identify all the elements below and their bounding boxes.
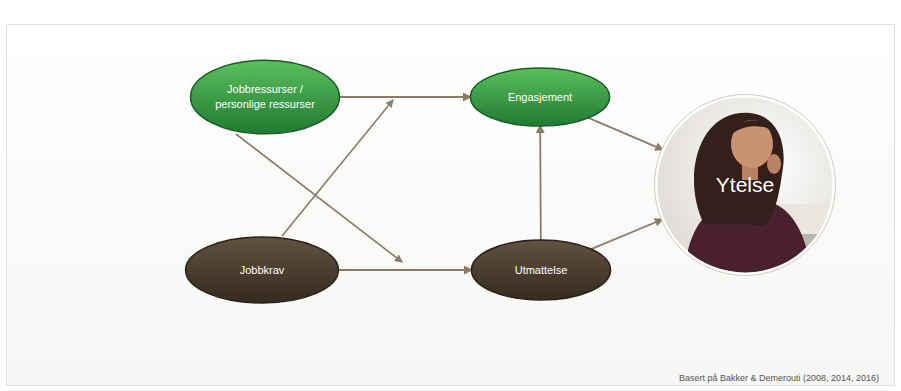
source-note: Basert på Bakker & Demerouti (2008, 2014… (679, 373, 879, 383)
node-label: Jobbkrav (240, 263, 285, 278)
performance-circle: Ytelse (654, 94, 836, 276)
exhaustion-ellipse: Utmattelse (470, 239, 612, 301)
arrow-connector (591, 219, 663, 249)
node-shape (189, 59, 341, 135)
resource-ellipse: Jobbressurser / personlige ressurser (189, 59, 341, 135)
arrow-connector (588, 118, 663, 150)
node-label: Engasjement (508, 90, 572, 105)
arrow-connector (339, 96, 471, 98)
arrow-connector (338, 269, 472, 271)
node-label: Utmattelse (515, 263, 568, 278)
demand-ellipse: Jobbkrav (184, 236, 340, 304)
engagement-ellipse: Engasjement (469, 67, 611, 127)
arrow-connector (539, 125, 541, 241)
node-label: Ytelse (716, 171, 774, 199)
node-label: Jobbressurser / personlige ressurser (209, 82, 321, 112)
